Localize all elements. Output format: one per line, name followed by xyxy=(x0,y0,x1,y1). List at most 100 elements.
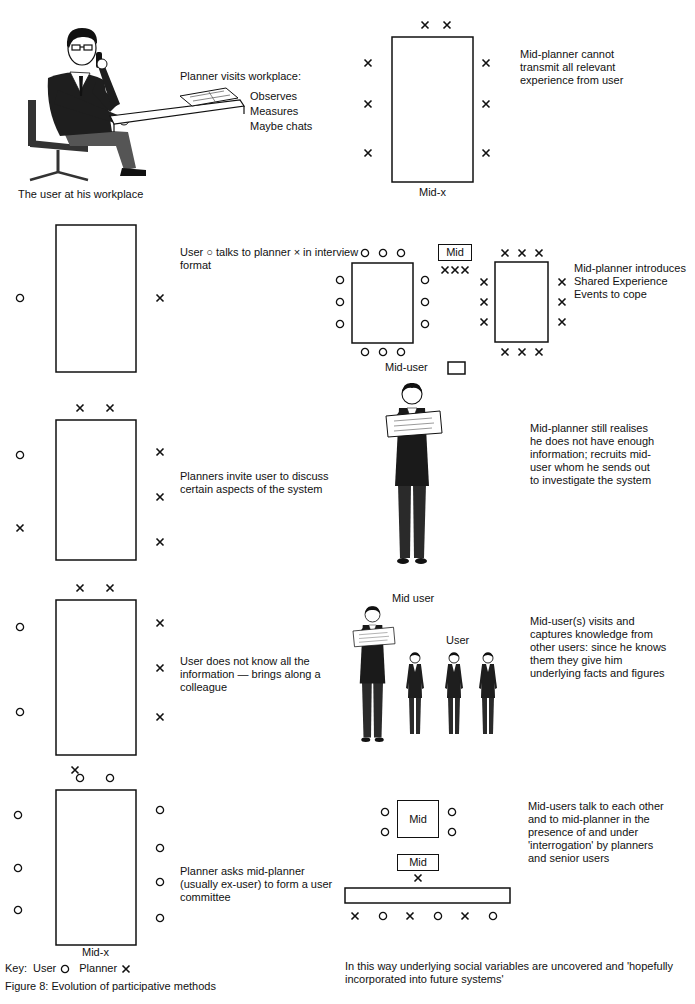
planner-cross xyxy=(415,875,422,882)
planner-cross xyxy=(483,60,490,67)
planner-cross xyxy=(442,267,449,274)
planner-cross xyxy=(407,913,414,920)
planner-cross xyxy=(481,319,488,326)
step-note: Planner asks mid-planner (usually ex-use… xyxy=(180,865,345,904)
planner-cross xyxy=(17,525,24,532)
planner-cross xyxy=(444,22,451,29)
planner-cross xyxy=(157,620,164,627)
user-figure xyxy=(479,652,497,734)
table-label: Mid-x xyxy=(82,946,127,959)
user-circle xyxy=(14,906,21,913)
planner-cross xyxy=(502,250,509,257)
mid-user-figure xyxy=(353,606,395,742)
planner-cross xyxy=(352,913,359,920)
planner-cross xyxy=(157,295,164,302)
user-circle xyxy=(361,348,368,355)
legend: User Planner xyxy=(33,962,135,975)
user-circle xyxy=(156,914,163,921)
table-outline xyxy=(495,262,548,342)
step-note: Planners invite user to discuss certain … xyxy=(180,470,340,496)
step-note: Mid-user(s) visits and captures knowledg… xyxy=(530,615,670,680)
planner-cross xyxy=(519,349,526,356)
key-heading: Key: xyxy=(5,962,35,975)
planner-cross xyxy=(483,101,490,108)
user-circle xyxy=(336,320,343,327)
step-note: Mid-planner cannot transmit all relevant… xyxy=(520,48,655,87)
planner-cross xyxy=(559,319,566,326)
user-circle xyxy=(156,878,163,885)
planner-cross xyxy=(157,714,164,721)
user-circle xyxy=(16,623,23,630)
user-circle xyxy=(14,864,21,871)
planner-cross xyxy=(519,250,526,257)
step-note: User ○ talks to planner × in interview f… xyxy=(180,246,375,272)
table-outline xyxy=(352,263,413,343)
planner-cross xyxy=(77,585,84,592)
planner-cross xyxy=(483,150,490,157)
planner-cross xyxy=(462,267,469,274)
user-at-desk-illustration xyxy=(28,28,244,180)
planner-cross xyxy=(157,494,164,501)
table-outline xyxy=(56,225,136,372)
user-circle xyxy=(106,774,113,781)
planner-cross xyxy=(107,405,114,412)
user-circle xyxy=(14,811,21,818)
figure-label: Mid-user xyxy=(385,361,455,374)
legend-item: Planner xyxy=(79,962,131,975)
user-circle xyxy=(336,298,343,305)
user-circle xyxy=(379,249,386,256)
user-circle xyxy=(379,348,386,355)
step-note: Mid-users talk to each other and to mid-… xyxy=(528,800,668,865)
planner-cross xyxy=(481,299,488,306)
step-note: User does not know all the information —… xyxy=(180,655,355,694)
mid-box: Mid xyxy=(397,854,439,871)
user-circle xyxy=(16,708,23,715)
planner-cross xyxy=(462,913,469,920)
planner-cross xyxy=(452,267,459,274)
box-text: Mid xyxy=(446,246,464,259)
planner-cross xyxy=(77,405,84,412)
table-outline xyxy=(56,420,136,560)
step-heading: Planner visits workplace: xyxy=(180,70,340,83)
user-circle xyxy=(421,276,428,283)
user-circle xyxy=(381,828,388,835)
planner-cross xyxy=(72,767,79,774)
user-circle xyxy=(156,844,163,851)
step-note: Mid-planner still realises he does not h… xyxy=(530,422,660,487)
table-label: Mid-x xyxy=(419,186,464,199)
mid-user-figure xyxy=(386,383,442,564)
user-circle xyxy=(489,912,496,919)
user-circle xyxy=(397,249,404,256)
planner-cross xyxy=(157,665,164,672)
user-circle xyxy=(361,249,368,256)
list-item: Observes xyxy=(250,90,340,103)
user-circle xyxy=(448,828,455,835)
planner-crosses xyxy=(17,22,566,920)
legend-item: User xyxy=(33,962,70,975)
figure-label: Mid user xyxy=(392,592,452,605)
legend-sample xyxy=(60,964,70,974)
user-circle xyxy=(421,320,428,327)
user-circle xyxy=(434,912,441,919)
user-circle xyxy=(16,451,23,458)
planner-cross xyxy=(559,299,566,306)
table-outline xyxy=(392,37,473,182)
user-circle xyxy=(156,806,163,813)
planner-cross xyxy=(536,349,543,356)
figure-caption: Figure 8: Evolution of participative met… xyxy=(5,980,405,993)
planner-cross xyxy=(502,349,509,356)
step-note: Mid-planner introduces Shared Experience… xyxy=(574,262,688,301)
user-circle xyxy=(381,808,388,815)
figure-label: User xyxy=(446,634,486,647)
mid-box: Mid xyxy=(397,800,439,838)
user-circles xyxy=(14,249,496,921)
planner-cross xyxy=(481,279,488,286)
table-outline xyxy=(56,600,136,755)
planner-cross xyxy=(536,250,543,257)
small-table xyxy=(448,362,465,374)
planner-cross xyxy=(365,101,372,108)
user-circle xyxy=(16,294,23,301)
legend-text: Planner xyxy=(79,962,117,975)
box-text: Mid xyxy=(409,856,427,869)
